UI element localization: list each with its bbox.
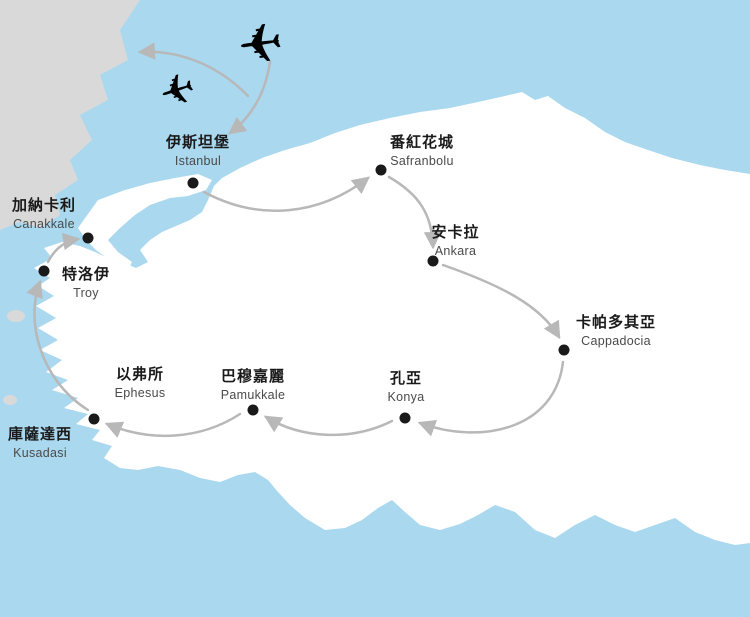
marker-konya (399, 412, 411, 424)
route-kusadasi-troy (26, 279, 90, 412)
marker-ankara (427, 255, 439, 267)
airplane-icon: ✈ (234, 12, 288, 78)
marker-istanbul (187, 177, 199, 189)
marker-troy (38, 265, 50, 277)
flight-arrow-outbound (137, 42, 250, 98)
route-safranbolu-ankara (387, 175, 442, 250)
marker-canakkale (82, 232, 94, 244)
aegean-island (7, 310, 25, 322)
marker-safranbolu (375, 164, 387, 176)
europe-landmass (0, 0, 140, 230)
route-pamukkale-kusadasi (104, 412, 242, 438)
anatolia-landmass (34, 92, 750, 545)
route-ankara-cappadocia (441, 263, 561, 340)
route-konya-pamukkale (263, 415, 394, 437)
route-cappadocia-konya (417, 360, 565, 437)
thrace-landmass (78, 174, 212, 270)
route-istanbul-safranbolu (202, 176, 370, 212)
route-troy-canakkale (46, 232, 81, 264)
marker-pamukkale (247, 404, 259, 416)
flight-arrow-inbound (228, 60, 272, 135)
marker-cappadocia (558, 344, 570, 356)
marker-kusadasi (88, 413, 100, 425)
aegean-island (3, 395, 17, 405)
